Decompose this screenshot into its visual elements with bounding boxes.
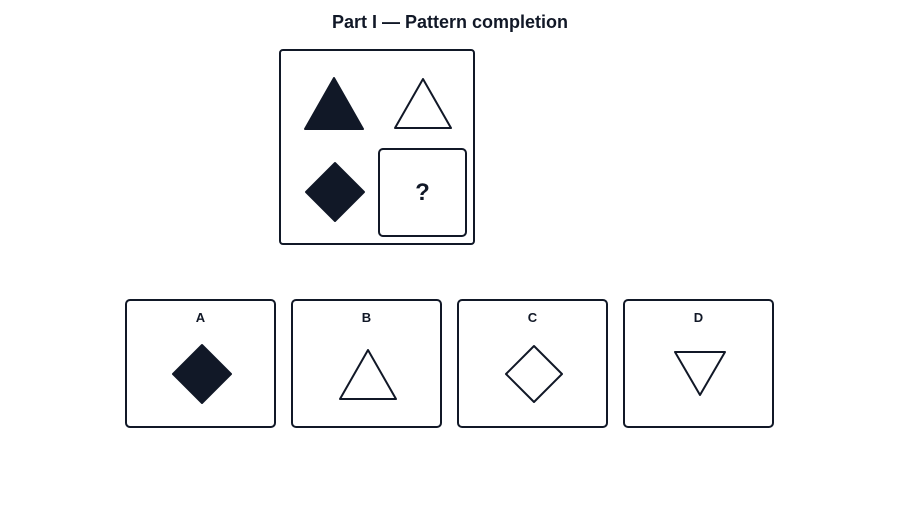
solid-triangle-icon bbox=[304, 77, 364, 130]
option-b-label: B bbox=[361, 310, 372, 325]
option-d-label: D bbox=[693, 310, 704, 325]
option-a[interactable]: A bbox=[125, 299, 276, 428]
option-d[interactable]: D bbox=[623, 299, 774, 428]
missing-cell[interactable]: ? bbox=[378, 148, 467, 237]
solid-diamond-icon bbox=[305, 162, 365, 222]
matrix-cell-top-right bbox=[391, 76, 455, 132]
option-b[interactable]: B bbox=[291, 299, 442, 428]
question-mark: ? bbox=[415, 178, 430, 206]
outline-diamond-icon bbox=[505, 345, 563, 403]
outline-triangle-icon bbox=[394, 78, 452, 129]
outline-triangle-icon bbox=[339, 349, 397, 400]
pattern-matrix: ? bbox=[279, 49, 475, 245]
page-title: Part I — Pattern completion bbox=[331, 12, 569, 32]
matrix-cell-bottom-left bbox=[304, 161, 366, 223]
inverted-triangle-icon bbox=[674, 351, 726, 396]
solid-diamond-icon bbox=[172, 344, 232, 404]
matrix-cell-top-left bbox=[302, 76, 366, 132]
option-c[interactable]: C bbox=[457, 299, 608, 428]
option-a-label: A bbox=[195, 310, 206, 325]
option-c-label: C bbox=[527, 310, 538, 325]
